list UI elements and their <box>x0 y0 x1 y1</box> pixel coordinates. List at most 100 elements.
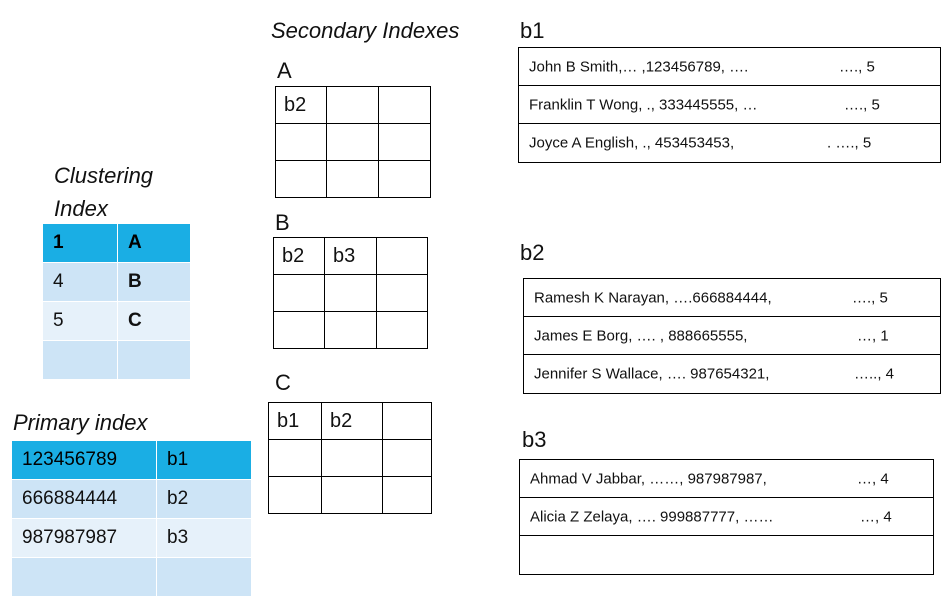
grid-cell <box>275 123 327 161</box>
block-b1: John B Smith,… ,123456789, …. …., 5 Frank… <box>518 47 941 163</box>
grid-row <box>273 311 428 349</box>
grid-cell <box>378 123 431 161</box>
clustering-index-row: 5 C <box>42 301 191 341</box>
grid-cell: b2 <box>273 237 325 275</box>
primary-key: 123456789 <box>11 440 157 480</box>
record-tail: …, 1 <box>857 327 889 344</box>
primary-key: 666884444 <box>11 479 157 519</box>
grid-cell: b3 <box>324 237 377 275</box>
secondary-indexes-title: Secondary Indexes <box>271 18 460 43</box>
record-tail: . …., 5 <box>827 134 872 152</box>
block-record: James E Borg, …. , 888665555, …, 1 <box>524 317 940 355</box>
primary-block: b2 <box>156 479 252 519</box>
clustering-index-title-line1: Clustering <box>54 163 154 188</box>
grid-cell <box>268 439 322 477</box>
grid-row <box>275 123 431 161</box>
record-text: Joyce A English, ., 453453453, <box>529 134 735 152</box>
record-tail: ….., 4 <box>854 365 895 383</box>
grid-cell <box>321 439 383 477</box>
primary-key <box>11 557 157 597</box>
grid-cell <box>378 160 431 198</box>
record-text: James E Borg, …. , 888665555, <box>534 327 748 344</box>
record-text: Ahmad V Jabbar, ……, 987987987, <box>530 470 767 487</box>
grid-cell <box>324 311 377 349</box>
primary-block <box>156 557 252 597</box>
primary-block: b1 <box>156 440 252 480</box>
grid-cell <box>382 439 432 477</box>
grid-row: b2 <box>275 86 431 124</box>
primary-index-title: Primary index <box>13 410 148 435</box>
grid-cell <box>326 86 379 124</box>
block-b2: Ramesh K Narayan, ….666884444,…., 5 Jame… <box>523 278 941 394</box>
clustering-index-row <box>42 340 191 380</box>
primary-index-row <box>11 557 252 597</box>
clustering-key: 4 <box>42 262 118 302</box>
grid-cell <box>324 274 377 312</box>
record-text: Ramesh K Narayan, ….666884444, <box>534 289 772 306</box>
block-record: John B Smith,… ,123456789, …. …., 5 <box>519 48 940 86</box>
block-record <box>520 536 933 574</box>
clustering-block <box>117 340 191 380</box>
record-text: Jennifer S Wallace, …. 987654321, <box>534 365 770 383</box>
record-text: Franklin T Wong, ., 333445555, … <box>529 96 758 113</box>
clustering-key <box>42 340 118 380</box>
grid-cell <box>378 86 431 124</box>
block-record: Ramesh K Narayan, ….666884444,…., 5 <box>524 279 940 317</box>
grid-cell <box>273 311 325 349</box>
grid-cell <box>382 402 432 440</box>
record-tail: …., 5 <box>844 96 880 113</box>
grid-cell <box>382 476 432 514</box>
record-tail: …., 5 <box>839 58 875 75</box>
block-record: Ahmad V Jabbar, ……, 987987987, …, 4 <box>520 460 933 498</box>
clustering-index-title-line2: Index <box>54 196 108 221</box>
grid-cell: b2 <box>321 402 383 440</box>
secondary-index-label-b: B <box>275 210 290 235</box>
grid-cell <box>376 237 428 275</box>
grid-cell <box>273 274 325 312</box>
grid-row <box>273 274 428 312</box>
clustering-index-row: 4 B <box>42 262 191 302</box>
clustering-index-table: 1 A 4 B 5 C <box>42 223 191 380</box>
block-label-b3: b3 <box>522 427 547 452</box>
grid-row <box>275 160 431 198</box>
grid-cell: b1 <box>268 402 322 440</box>
block-record: Alicia Z Zelaya, …. 999887777, ………, 4 <box>520 498 933 536</box>
grid-row <box>268 476 432 514</box>
primary-block: b3 <box>156 518 252 558</box>
primary-index-row: 123456789 b1 <box>11 440 252 480</box>
clustering-key: 5 <box>42 301 118 341</box>
record-text: John B Smith,… ,123456789, …. <box>529 58 749 75</box>
block-record: Joyce A English, ., 453453453, . …., 5 <box>519 124 940 162</box>
block-b3: Ahmad V Jabbar, ……, 987987987, …, 4 Alici… <box>519 459 934 575</box>
grid-cell <box>326 160 379 198</box>
clustering-key: 1 <box>42 223 118 263</box>
clustering-block: A <box>117 223 191 263</box>
block-record: Jennifer S Wallace, …. 987654321, ….., 4 <box>524 355 940 393</box>
grid-row <box>268 439 432 477</box>
block-record: Franklin T Wong, ., 333445555, … …., 5 <box>519 86 940 124</box>
primary-index-row: 987987987 b3 <box>11 518 252 558</box>
grid-cell <box>275 160 327 198</box>
record-text: Alicia Z Zelaya, …. 999887777, …… <box>530 508 774 525</box>
clustering-block: C <box>117 301 191 341</box>
clustering-block: B <box>117 262 191 302</box>
grid-cell <box>376 274 428 312</box>
block-label-b1: b1 <box>520 18 545 43</box>
record-tail: …, 4 <box>857 470 889 487</box>
secondary-index-label-a: A <box>277 58 292 83</box>
block-label-b2: b2 <box>520 240 545 265</box>
grid-cell <box>326 123 379 161</box>
secondary-index-grid-a: b2 <box>275 86 431 198</box>
grid-cell: b2 <box>275 86 327 124</box>
grid-cell <box>376 311 428 349</box>
primary-key: 987987987 <box>11 518 157 558</box>
secondary-index-label-c: C <box>275 370 291 395</box>
clustering-index-row: 1 A <box>42 223 191 263</box>
primary-index-row: 666884444 b2 <box>11 479 252 519</box>
primary-index-table: 123456789 b1 666884444 b2 987987987 b3 <box>11 440 252 597</box>
grid-cell <box>268 476 322 514</box>
